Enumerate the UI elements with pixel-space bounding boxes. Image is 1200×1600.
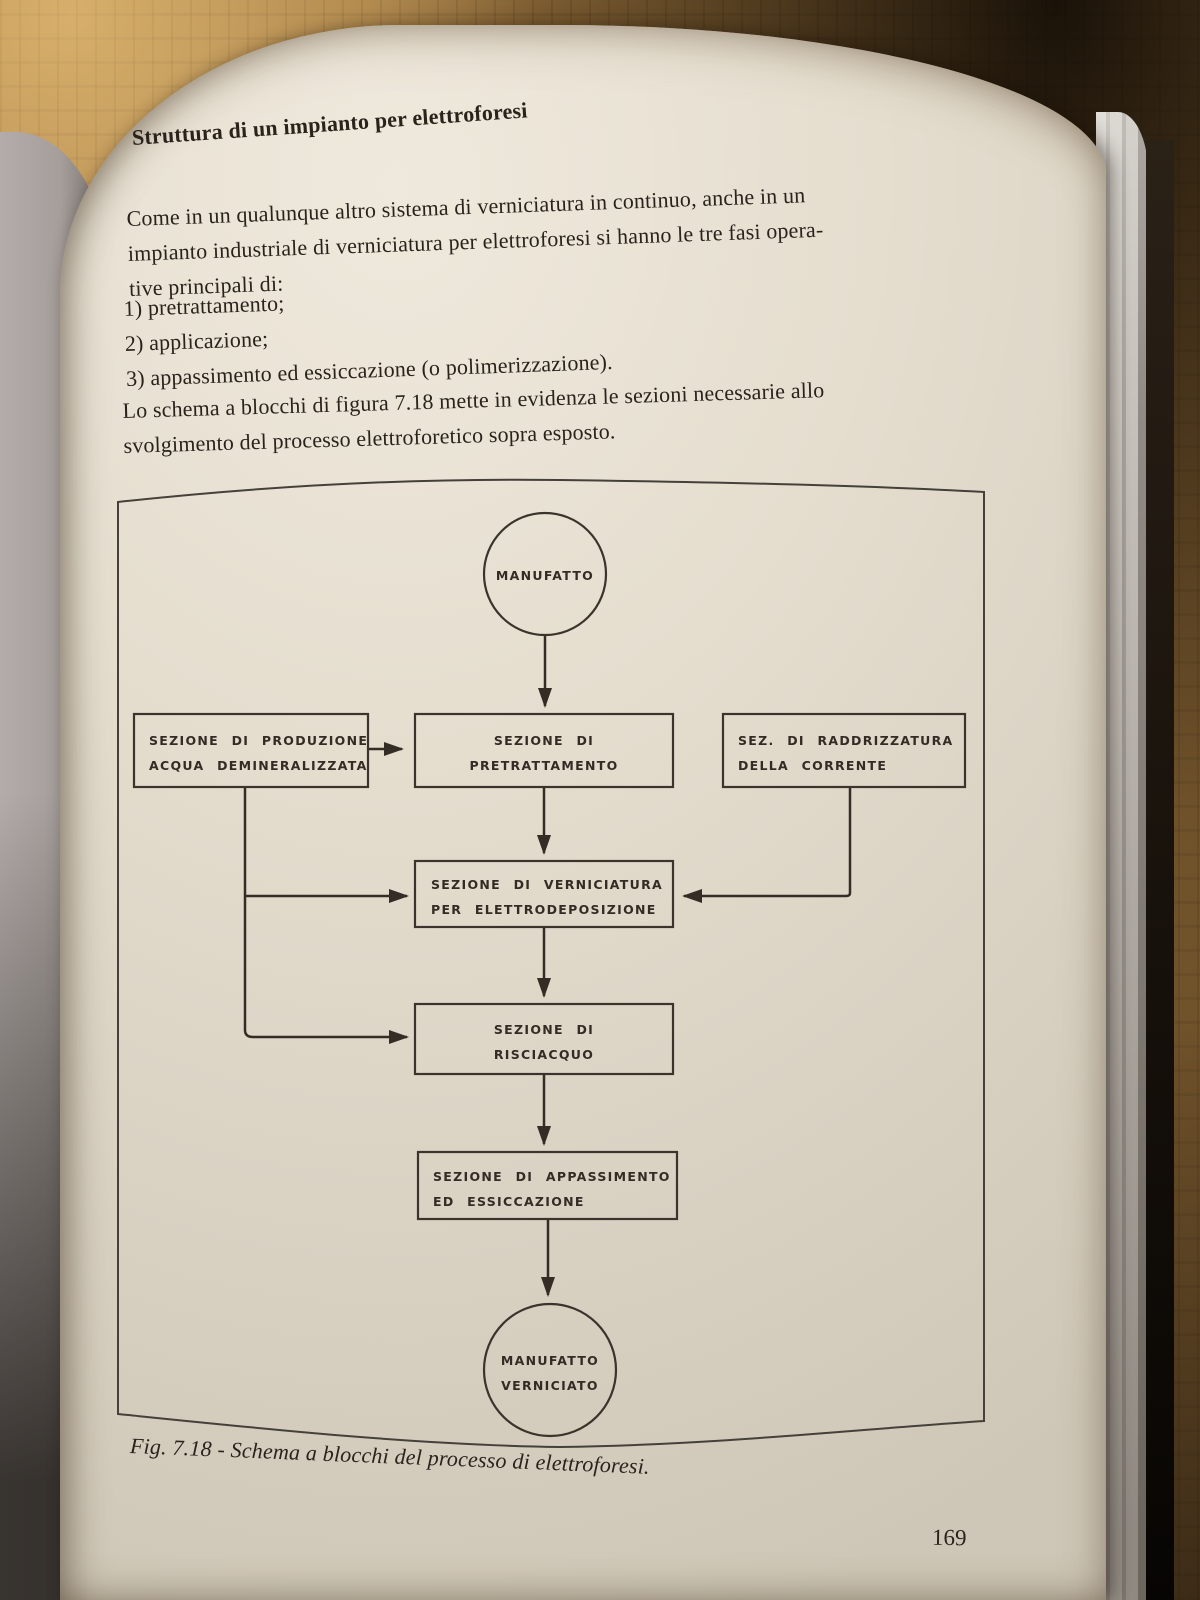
figure-frame (117, 478, 985, 1449)
node-label: PRETRATTAMENTO (469, 758, 618, 773)
node-produzione: SEZIONE DI PRODUZIONE ACQUA DEMINERALIZZ… (132, 712, 370, 789)
numbered-list: 1) pretrattamento; 2) applicazione; 3) a… (123, 274, 613, 396)
node-label: VERNICIATO (501, 1378, 599, 1393)
node-label: ACQUA DEMINERALIZZATA (149, 758, 368, 773)
node-label: MANUFATTO (496, 568, 594, 583)
node-label: RISCIACQUO (494, 1047, 594, 1062)
book-cover-edge (1146, 140, 1174, 1600)
node-label: DELLA CORRENTE (738, 758, 887, 773)
node-label: SEZIONE DI VERNICIATURA (431, 877, 663, 892)
node-manufatto-verniciato: MANUFATTO VERNICIATO (482, 1302, 618, 1438)
node-label: MANUFATTO (501, 1353, 599, 1368)
edge-produzione-trunk (243, 787, 409, 1044)
node-label: SEZ. DI RADDRIZZATURA (738, 733, 954, 748)
node-label: PER ELETTRODEPOSIZIONE (431, 902, 657, 917)
node-label: SEZIONE DI (494, 733, 594, 748)
node-raddrizzatura: SEZ. DI RADDRIZZATURA DELLA CORRENTE (721, 712, 967, 789)
figure-diagram: MANUFATTO SEZIONE DI PRODUZIONE ACQUA DE… (117, 478, 985, 1449)
node-label: SEZIONE DI (494, 1022, 594, 1037)
node-verniciatura: SEZIONE DI VERNICIATURA PER ELETTRODEPOS… (413, 859, 675, 929)
node-label: SEZIONE DI PRODUZIONE (149, 733, 368, 748)
node-appassimento: SEZIONE DI APPASSIMENTO ED ESSICCAZIONE (416, 1150, 679, 1221)
edge-raddrizzatura-verniciatura (682, 787, 852, 903)
page-number: 169 (931, 1524, 967, 1551)
node-label: ED ESSICCAZIONE (433, 1194, 585, 1209)
node-manufatto: MANUFATTO (482, 511, 608, 637)
node-risciacquo: SEZIONE DI RISCIACQUO (413, 1002, 675, 1076)
book-page: Struttura di un impianto per elettrofore… (60, 25, 1106, 1600)
section-heading: Struttura di un impianto per elettrofore… (131, 97, 529, 150)
node-pretrattamento: SEZIONE DI PRETRATTAMENTO (413, 712, 675, 789)
node-label: SEZIONE DI APPASSIMENTO (433, 1169, 671, 1184)
